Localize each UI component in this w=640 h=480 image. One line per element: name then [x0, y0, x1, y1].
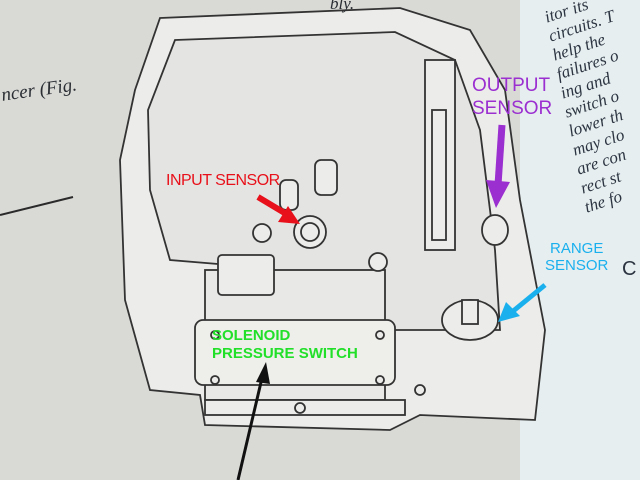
output-sensor-line2: SENSOR	[472, 98, 553, 119]
book-text-top: bly.	[330, 0, 355, 13]
output-sensor-line1: OUTPUT	[472, 75, 551, 96]
solenoid-line1: SOLENOID	[212, 327, 291, 344]
solenoid-label: SOLENOID PRESSURE SWITCH	[212, 327, 358, 363]
book-stray-letter: C	[622, 258, 637, 280]
range-sensor-label: RANGE SENSOR	[545, 240, 608, 274]
input-sensor-label: INPUT SENSOR	[166, 172, 280, 189]
range-sensor-line1: RANGE	[550, 240, 604, 257]
output-sensor-arrow	[486, 124, 510, 208]
input-sensor-arrow	[256, 194, 300, 224]
range-sensor-arrow	[498, 283, 547, 322]
solenoid-arrow	[236, 362, 270, 480]
solenoid-line2: PRESSURE SWITCH	[212, 345, 358, 362]
range-sensor-line2: SENSOR	[545, 257, 609, 274]
output-sensor-label: OUTPUT SENSOR	[472, 74, 552, 120]
divider-line	[0, 196, 74, 216]
transmission-case	[119, 7, 546, 431]
right-page	[520, 0, 640, 480]
